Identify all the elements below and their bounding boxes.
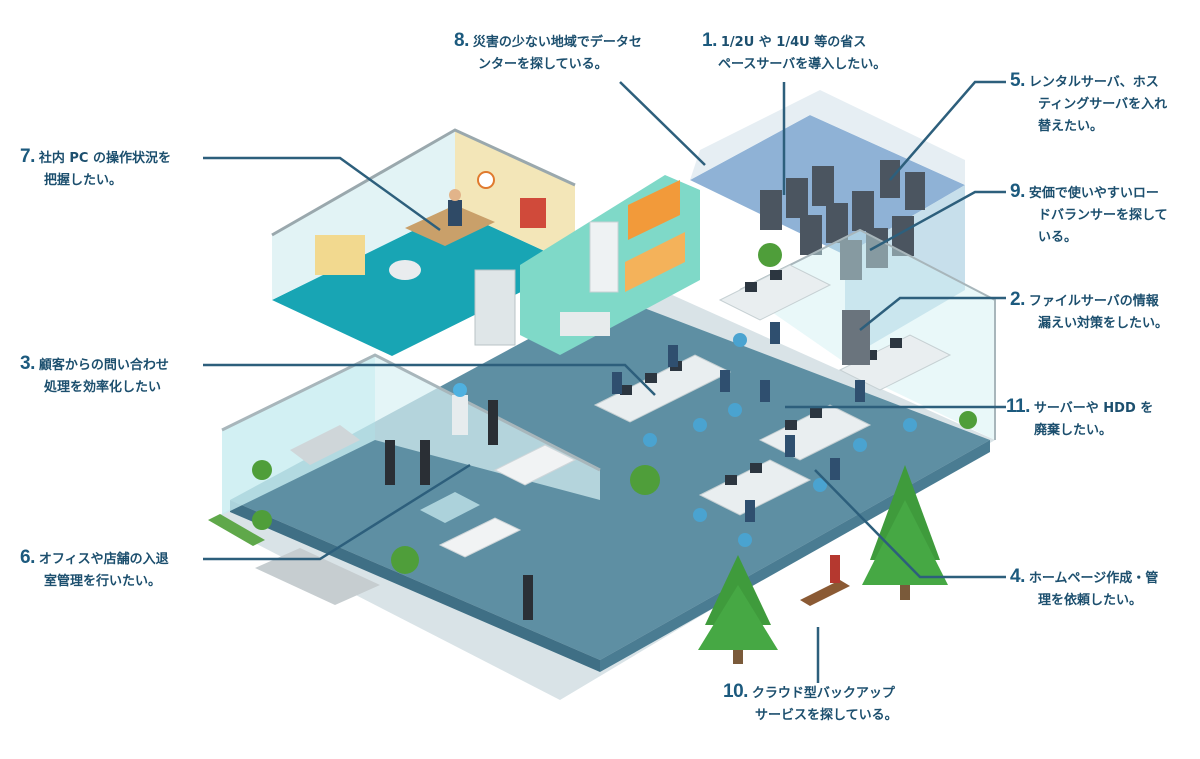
callout-1-line-2: ペースサーバを導入したい。 — [718, 57, 887, 72]
leader-line-5 — [889, 80, 1006, 181]
callout-1-line-1: 1/2U や 1/4U 等の省ス — [720, 35, 867, 50]
callout-4: 4.ホームページ作成・管 理を依頼したい。 — [1010, 566, 1158, 612]
manager-office-back-wall — [455, 130, 575, 265]
callout-9-line-2: ドバランサーを探して — [1038, 208, 1168, 223]
callout-3-line-1: 顧客からの問い合わせ — [38, 358, 169, 373]
leader-line-7 — [203, 156, 441, 232]
callout-10-number: 10. — [723, 681, 748, 702]
lounge-chair — [389, 260, 421, 280]
callout-7-line-2: 把握したい。 — [44, 173, 123, 188]
server-room-side-wall — [845, 185, 965, 360]
leader-line-8 — [619, 81, 706, 166]
manager-figure — [448, 200, 462, 226]
callout-2-number: 2. — [1010, 289, 1025, 310]
callout-10-line-2: サービスを探している。 — [755, 708, 898, 723]
callout-6: 6.オフィスや店舗の入退 室管理を行いたい。 — [20, 547, 169, 593]
callout-7-line-1: 社内 PC の操作状況を — [38, 151, 171, 166]
right-office-frame — [739, 228, 996, 440]
leader-line-3 — [203, 363, 656, 396]
tree-right — [862, 465, 948, 600]
callout-6-line-1: オフィスや店舗の入退 — [38, 552, 169, 567]
callout-8-line-1: 災害の少ない地域でデータセ — [472, 35, 642, 50]
main-floor-edge — [230, 500, 600, 672]
office-chairs — [643, 333, 917, 547]
callout-1-number: 1. — [702, 30, 717, 51]
wall-clock — [477, 171, 495, 189]
leader-lines — [203, 80, 1006, 683]
bench — [800, 580, 850, 606]
callout-9-number: 9. — [1010, 181, 1025, 202]
callout-11-line-2: 廃棄したい。 — [1034, 423, 1113, 438]
cabinet — [315, 235, 365, 275]
callout-10: 10.クラウド型バックアップ サービスを探している。 — [723, 681, 898, 727]
file-server-rack — [842, 310, 870, 365]
callout-11-line-1: サーバーや HDD を — [1033, 401, 1154, 416]
server-room-back-wall — [690, 90, 965, 185]
callout-1: 1.1/2U や 1/4U 等の省ス ペースサーバを導入したい。 — [702, 30, 886, 76]
lobby-frame — [221, 353, 601, 472]
callout-8-line-2: ンターを探している。 — [478, 57, 608, 72]
callout-2-line-1: ファイルサーバの情報 — [1028, 294, 1159, 309]
callout-11: 11.サーバーや HDD を 廃棄したい。 — [1006, 396, 1153, 442]
sofa-2 — [438, 517, 522, 558]
bench-person — [830, 555, 840, 583]
kitchen-cabinets — [628, 180, 680, 240]
callout-10-line-1: クラウド型バックアップ — [751, 686, 895, 701]
leader-line-4 — [814, 469, 1006, 579]
callout-8: 8.災害の少ない地域でデータセ ンターを探している。 — [454, 30, 642, 76]
leader-line-2 — [859, 296, 1006, 331]
kitchen-counter — [625, 232, 685, 292]
callout-11-number: 11. — [1006, 396, 1030, 417]
meeting-table — [560, 312, 610, 336]
callout-3: 3.顧客からの問い合わせ 処理を効率化したい — [20, 353, 169, 399]
callout-5-line-3: 替えたい。 — [1038, 119, 1104, 134]
callout-4-line-2: 理を依頼したい。 — [1038, 593, 1143, 608]
callout-6-line-2: 室管理を行いたい。 — [44, 574, 162, 589]
callout-2-line-2: 漏えい対策をしたい。 — [1038, 316, 1169, 331]
callout-7: 7.社内 PC の操作状況を 把握したい。 — [20, 146, 171, 192]
callout-7-number: 7. — [20, 146, 35, 167]
fridge — [589, 221, 619, 293]
callout-3-number: 3. — [20, 353, 35, 374]
callout-5: 5.レンタルサーバ、ホス ティングサーバを入れ 替えたい。 — [1010, 70, 1167, 138]
office-people — [612, 322, 865, 522]
callout-3-line-2: 処理を効率化したい — [44, 380, 162, 395]
callout-5-number: 5. — [1010, 70, 1025, 91]
manager-head — [449, 189, 461, 201]
manager-office-frame — [271, 128, 576, 237]
callout-8-number: 8. — [454, 30, 469, 51]
plants — [252, 243, 977, 574]
main-floor-edge-right — [600, 440, 990, 672]
server-racks — [760, 160, 925, 280]
glass-table — [420, 492, 480, 523]
callout-9: 9.安価で使いやすいロー ドバランサーを探して いる。 — [1010, 181, 1168, 249]
main-floor — [230, 295, 990, 660]
tree-bottom — [698, 555, 778, 664]
manager-office-floor — [272, 210, 575, 356]
leader-line-9 — [869, 190, 1006, 252]
entrance-mat — [255, 548, 380, 605]
reception-desk — [290, 425, 360, 465]
callout-4-number: 4. — [1010, 566, 1025, 587]
callout-9-line-3: いる。 — [1038, 230, 1078, 245]
callout-4-line-1: ホームページ作成・管 — [1028, 571, 1159, 586]
callout-5-line-1: レンタルサーバ、ホス — [1028, 75, 1159, 90]
callout-6-number: 6. — [20, 547, 35, 568]
callout-5-line-2: ティングサーバを入れ — [1038, 97, 1168, 112]
door — [474, 269, 516, 346]
water-cooler — [452, 395, 468, 435]
callout-9-line-1: 安価で使いやすいロー — [1028, 186, 1159, 201]
hedge — [208, 514, 265, 546]
callout-2: 2.ファイルサーバの情報 漏えい対策をしたい。 — [1010, 289, 1168, 335]
leader-line-6 — [203, 463, 471, 561]
water-bottle — [453, 383, 467, 397]
wall-painting — [520, 198, 546, 228]
sofa — [493, 444, 577, 486]
lobby-people — [385, 400, 533, 620]
